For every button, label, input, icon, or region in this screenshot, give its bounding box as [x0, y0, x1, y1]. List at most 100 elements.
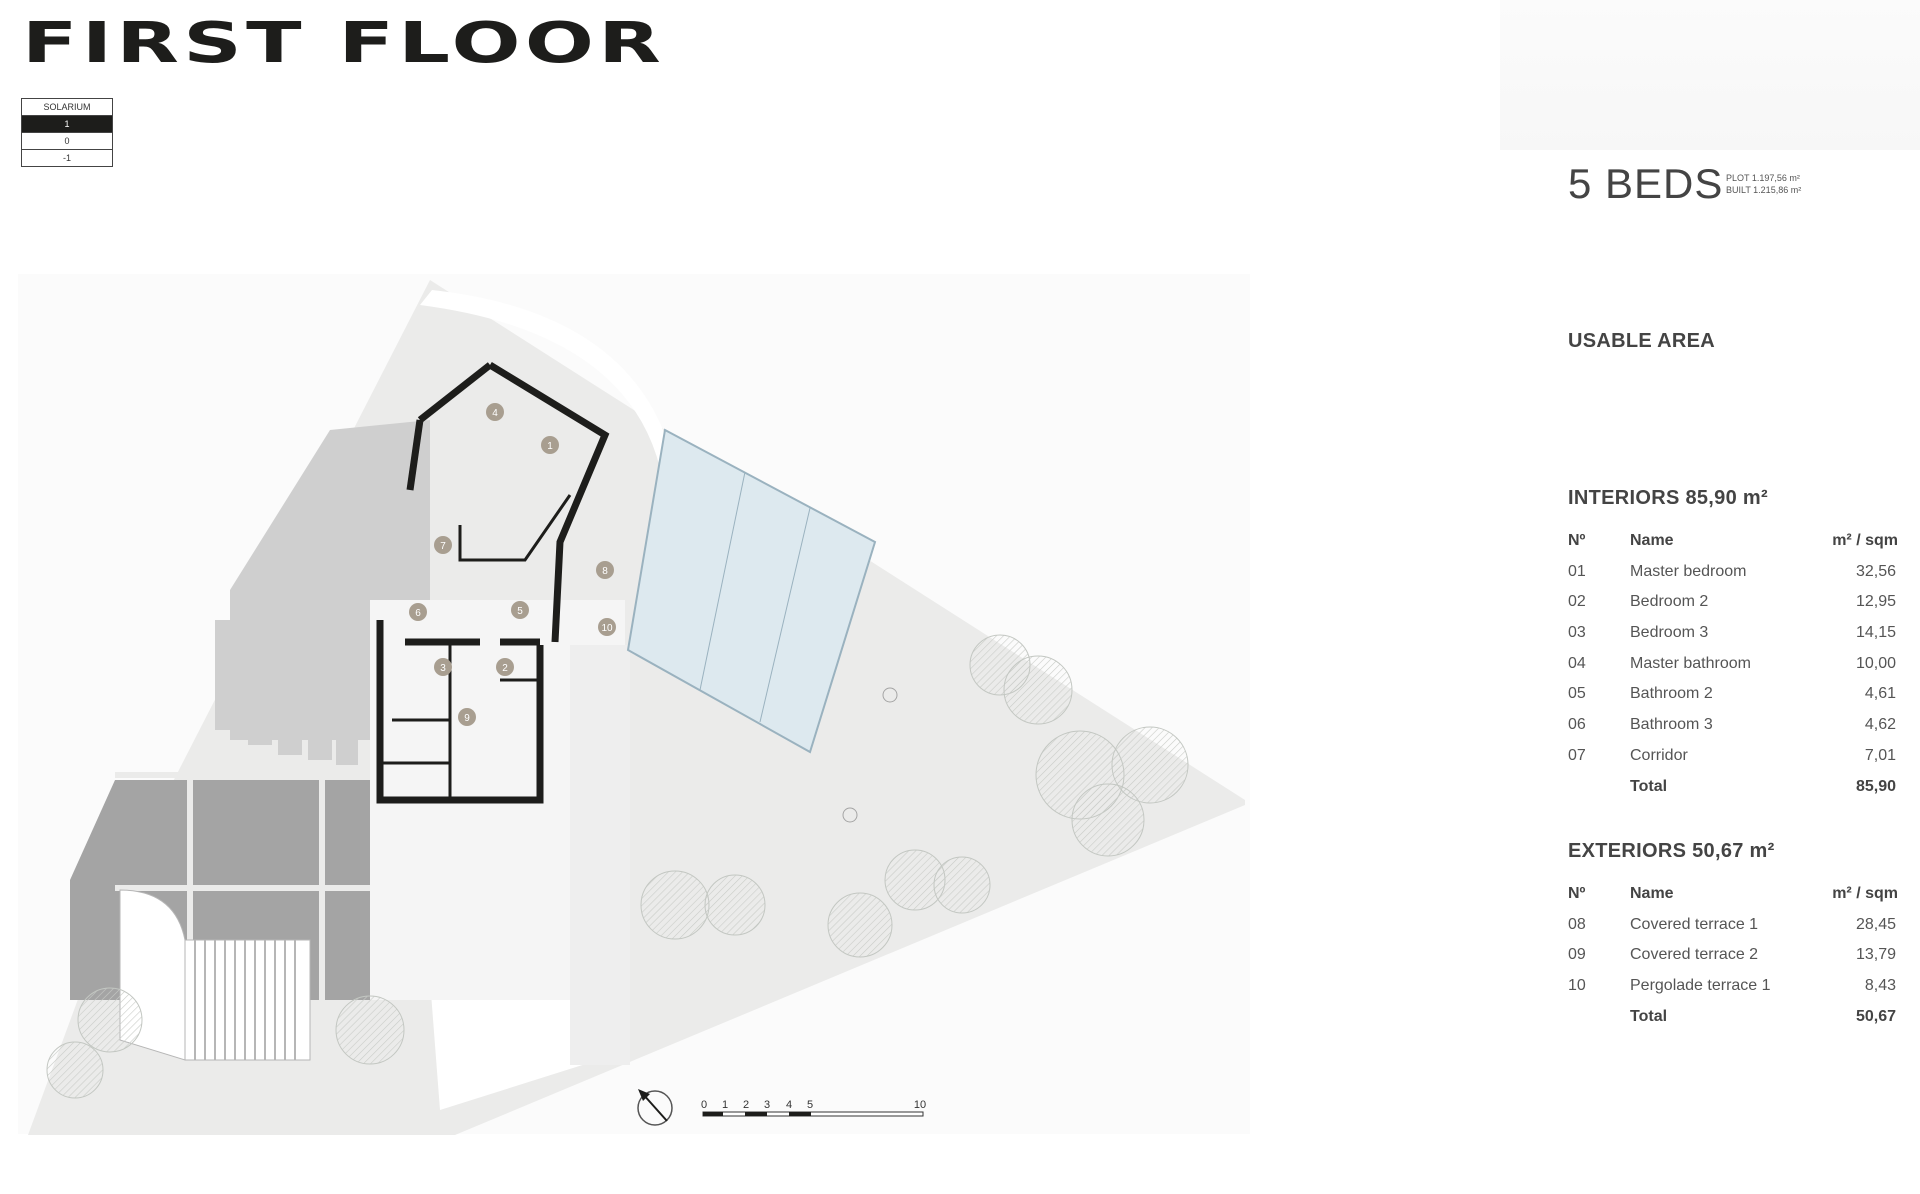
total-value: 50,67	[1855, 1007, 1896, 1025]
house-walls	[376, 362, 610, 804]
table-row: 04 Master bathroom 10,00	[1568, 655, 1908, 686]
level-selector: SOLARIUM 1 0 -1	[21, 98, 113, 167]
row-no: 09	[1568, 946, 1586, 964]
scale-label-1: 1	[722, 1099, 728, 1111]
table-row: 02 Bedroom 2 12,95	[1568, 593, 1908, 624]
row-no: 08	[1568, 915, 1586, 933]
interiors-heading: INTERIORS 85,90 m²	[1568, 487, 1768, 509]
row-name: Corridor	[1630, 746, 1688, 764]
interiors-table: Nº Name m² / sqm 01 Master bedroom 32,56…	[1568, 532, 1908, 808]
room-marker-4: 4	[492, 408, 498, 419]
room-marker-7: 7	[440, 541, 446, 552]
room-marker-8: 8	[602, 566, 608, 577]
table-row: 09 Covered terrace 2 13,79	[1568, 946, 1908, 977]
row-name: Pergolade terrace 1	[1630, 977, 1771, 995]
room-marker-9: 9	[464, 713, 470, 724]
room-marker-6: 6	[415, 608, 421, 619]
room-markers	[409, 403, 616, 726]
row-area: 8,43	[1864, 977, 1896, 995]
room-marker-5: 5	[517, 606, 523, 617]
row-name: Master bedroom	[1630, 562, 1747, 580]
header-shade	[1500, 0, 1920, 150]
level-minus-1[interactable]: -1	[22, 149, 112, 166]
row-area: 7,01	[1864, 746, 1896, 764]
plot-built-areas: PLOT 1.197,56 m² BUILT 1.215,86 m²	[1726, 172, 1801, 196]
steps	[215, 620, 358, 765]
scale-label-0: 0	[701, 1099, 707, 1111]
scale-bar	[702, 1111, 924, 1117]
level-1-active[interactable]: 1	[22, 115, 112, 132]
col-area: m² / sqm	[1832, 532, 1898, 549]
table-row: 08 Covered terrace 1 28,45	[1568, 916, 1908, 947]
level-solarium[interactable]: SOLARIUM	[43, 102, 91, 112]
table-total-row: Total 50,67	[1568, 1008, 1908, 1039]
col-name: Name	[1630, 532, 1674, 549]
room-marker-10: 10	[601, 623, 613, 634]
row-area: 28,45	[1855, 915, 1896, 933]
row-no: 06	[1568, 716, 1586, 734]
lamp	[882, 687, 898, 703]
row-name: Bathroom 3	[1630, 716, 1713, 734]
row-area: 13,79	[1855, 946, 1896, 964]
north-arrow-icon	[637, 1089, 673, 1126]
room-marker-2: 2	[502, 663, 508, 674]
floor-plan: 1 2 3 4 5 6 7 8 9 10 0 1 2 3 4	[18, 274, 1250, 1135]
scale-label-3: 3	[764, 1099, 770, 1111]
page-title: FIRST FLOOR	[22, 11, 666, 76]
beds-count: 5 BEDS	[1568, 160, 1724, 207]
built-area: BUILT 1.215,86 m²	[1726, 185, 1802, 195]
row-area: 12,95	[1855, 593, 1896, 611]
usable-area-heading: USABLE AREA	[1568, 330, 1716, 352]
row-no: 10	[1568, 977, 1586, 995]
total-label: Total	[1630, 1007, 1668, 1025]
room-marker-labels: 1 2 3 4 5 6 7 8 9 10	[415, 408, 613, 724]
table-header: Nº Name m² / sqm	[1568, 885, 1908, 916]
pool	[626, 428, 877, 754]
exteriors-heading: EXTERIORS 50,67 m²	[1568, 840, 1775, 862]
row-area: 4,62	[1864, 716, 1896, 734]
col-name: Name	[1630, 885, 1674, 902]
total-value: 85,90	[1855, 777, 1896, 795]
row-area: 4,61	[1864, 685, 1896, 703]
side-terrace	[570, 645, 630, 1065]
scale-label-2: 2	[743, 1099, 749, 1111]
trees	[46, 634, 1189, 1099]
table-header: Nº Name m² / sqm	[1568, 532, 1908, 563]
scale-label-5: 5	[807, 1099, 813, 1111]
row-name: Master bathroom	[1630, 654, 1751, 672]
table-row: 01 Master bedroom 32,56	[1568, 563, 1908, 594]
row-area: 10,00	[1855, 654, 1896, 672]
table-total-row: Total 85,90	[1568, 778, 1908, 809]
scale-label-4: 4	[786, 1099, 792, 1111]
pergola	[119, 889, 311, 1061]
row-no: 05	[1568, 685, 1586, 703]
table-row: 10 Pergolade terrace 1 8,43	[1568, 977, 1908, 1008]
row-name: Covered terrace 2	[1630, 946, 1759, 964]
scale-label-10: 10	[914, 1099, 926, 1111]
row-no: 07	[1568, 746, 1586, 764]
scale-labels: 0 1 2 3 4 5 10	[701, 1099, 926, 1111]
row-no: 03	[1568, 624, 1586, 642]
row-name: Bedroom 3	[1630, 624, 1709, 642]
level-0[interactable]: 0	[22, 132, 112, 149]
row-no: 04	[1568, 654, 1586, 672]
table-row: 06 Bathroom 3 4,62	[1568, 716, 1908, 747]
col-no: Nº	[1568, 885, 1586, 902]
row-area: 32,56	[1855, 562, 1896, 580]
row-area: 14,15	[1855, 624, 1896, 642]
plot-area: PLOT 1.197,56 m²	[1726, 173, 1800, 183]
exteriors-table: Nº Name m² / sqm 08 Covered terrace 1 28…	[1568, 885, 1908, 1038]
table-row: 05 Bathroom 2 4,61	[1568, 685, 1908, 716]
row-name: Bathroom 2	[1630, 685, 1713, 703]
col-no: Nº	[1568, 532, 1586, 549]
row-no: 01	[1568, 562, 1586, 580]
room-marker-1: 1	[547, 441, 553, 452]
row-no: 02	[1568, 593, 1586, 611]
row-name: Covered terrace 1	[1630, 915, 1759, 933]
table-row: 03 Bedroom 3 14,15	[1568, 624, 1908, 655]
row-name: Bedroom 2	[1630, 593, 1709, 611]
table-row: 07 Corridor 7,01	[1568, 747, 1908, 778]
lamp	[842, 807, 858, 823]
room-marker-3: 3	[440, 663, 446, 674]
total-label: Total	[1630, 777, 1668, 795]
